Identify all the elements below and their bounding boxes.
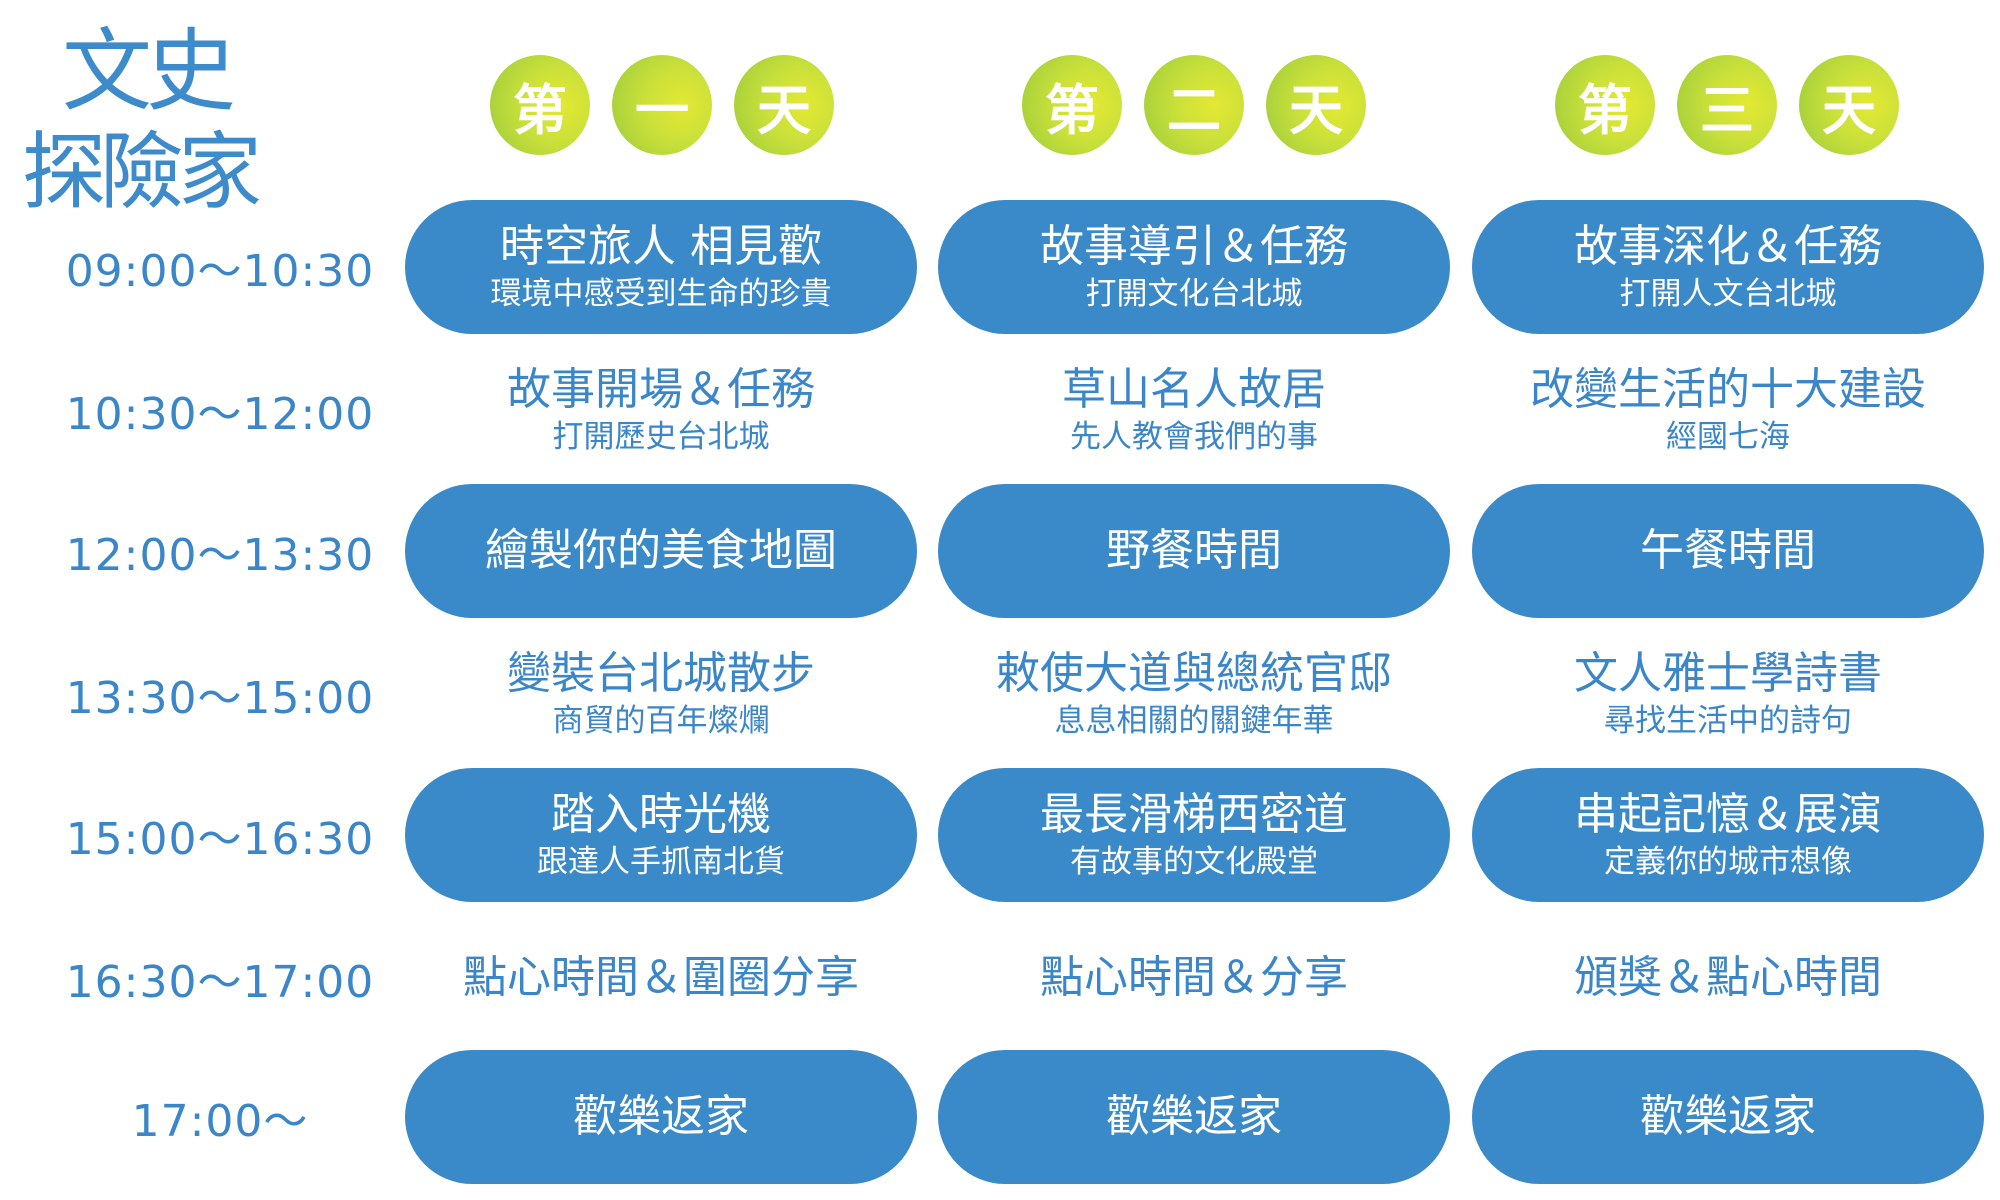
activity-title: 踏入時光機 xyxy=(551,789,771,840)
activity-cell-day2: 歡樂返家 xyxy=(938,1050,1450,1184)
activity-cell-day2: 草山名人故居先人教會我們的事 xyxy=(938,343,1450,477)
activity-title: 變裝台北城散步 xyxy=(507,648,815,699)
time-slot-label: 10:30～12:00 xyxy=(65,389,375,440)
activity-cell-day3: 頒獎＆點心時間 xyxy=(1472,911,1984,1045)
activity-title: 最長滑梯西密道 xyxy=(1040,789,1348,840)
time-slot-label: 15:00～16:30 xyxy=(65,814,375,865)
activity-title: 草山名人故居 xyxy=(1062,364,1326,415)
activity-title: 歡樂返家 xyxy=(1106,1091,1282,1142)
activity-cell-day1: 點心時間＆圍圈分享 xyxy=(405,911,917,1045)
activity-title: 串起記憶＆展演 xyxy=(1574,789,1882,840)
day-header-circle: 第 xyxy=(1022,55,1122,155)
activity-cell-day3: 改變生活的十大建設經國七海 xyxy=(1472,343,1984,477)
activity-subtitle: 打開文化台北城 xyxy=(1085,276,1303,312)
activity-subtitle: 先人教會我們的事 xyxy=(1070,419,1318,455)
activity-cell-day2: 故事導引＆任務打開文化台北城 xyxy=(938,200,1450,334)
activity-subtitle: 打開歷史台北城 xyxy=(552,419,770,455)
activity-cell-day2: 野餐時間 xyxy=(938,484,1450,618)
activity-title: 故事開場＆任務 xyxy=(507,364,815,415)
activity-title: 頒獎＆點心時間 xyxy=(1574,952,1882,1003)
activity-cell-day2: 敕使大道與總統官邸息息相關的關鍵年華 xyxy=(938,627,1450,761)
time-slot-label: 13:30～15:00 xyxy=(65,673,375,724)
activity-cell-day3: 文人雅士學詩書尋找生活中的詩句 xyxy=(1472,627,1984,761)
day-header-circle: 天 xyxy=(734,55,834,155)
activity-cell-day1: 歡樂返家 xyxy=(405,1050,917,1184)
logo-line-1: 文史 xyxy=(62,19,236,124)
activity-subtitle: 息息相關的關鍵年華 xyxy=(1054,703,1334,739)
time-slot-label: 17:00～ xyxy=(131,1096,309,1147)
time-slot-label: 12:00～13:30 xyxy=(65,530,375,581)
activity-title: 改變生活的十大建設 xyxy=(1530,364,1926,415)
logo-line-2: 探險家 xyxy=(22,123,262,221)
activity-cell-day3: 串起記憶＆展演定義你的城市想像 xyxy=(1472,768,1984,902)
activity-subtitle: 定義你的城市想像 xyxy=(1604,844,1852,880)
activity-title: 歡樂返家 xyxy=(1640,1091,1816,1142)
day-header-circle: 一 xyxy=(612,55,712,155)
activity-title: 野餐時間 xyxy=(1106,525,1282,576)
activity-subtitle: 商貿的百年燦爛 xyxy=(552,703,770,739)
activity-cell-day3: 故事深化＆任務打開人文台北城 xyxy=(1472,200,1984,334)
activity-title: 文人雅士學詩書 xyxy=(1574,648,1882,699)
activity-cell-day1: 變裝台北城散步商貿的百年燦爛 xyxy=(405,627,917,761)
day-header-circle: 二 xyxy=(1144,55,1244,155)
day-header-circle: 第 xyxy=(1555,55,1655,155)
activity-subtitle: 打開人文台北城 xyxy=(1619,276,1837,312)
activity-title: 繪製你的美食地圖 xyxy=(485,525,837,576)
activity-cell-day2: 點心時間＆分享 xyxy=(938,911,1450,1045)
activity-cell-day1: 時空旅人 相見歡環境中感受到生命的珍貴 xyxy=(405,200,917,334)
activity-cell-day3: 歡樂返家 xyxy=(1472,1050,1984,1184)
activity-title: 故事導引＆任務 xyxy=(1040,221,1348,272)
activity-title: 點心時間＆分享 xyxy=(1040,952,1348,1003)
day-header-circle: 天 xyxy=(1266,55,1366,155)
logo: 文史 探險家 xyxy=(22,22,262,222)
activity-subtitle: 有故事的文化殿堂 xyxy=(1070,844,1318,880)
time-slot-label: 09:00～10:30 xyxy=(65,246,375,297)
activity-title: 時空旅人 相見歡 xyxy=(500,221,822,272)
activity-title: 敕使大道與總統官邸 xyxy=(996,648,1392,699)
activity-subtitle: 跟達人手抓南北貨 xyxy=(537,844,785,880)
day-header-circle: 三 xyxy=(1677,55,1777,155)
day-header-circle: 天 xyxy=(1799,55,1899,155)
activity-title: 點心時間＆圍圈分享 xyxy=(463,952,859,1003)
activity-subtitle: 經國七海 xyxy=(1666,419,1790,455)
activity-title: 故事深化＆任務 xyxy=(1574,221,1882,272)
activity-cell-day1: 踏入時光機跟達人手抓南北貨 xyxy=(405,768,917,902)
activity-cell-day3: 午餐時間 xyxy=(1472,484,1984,618)
activity-cell-day1: 繪製你的美食地圖 xyxy=(405,484,917,618)
activity-subtitle: 尋找生活中的詩句 xyxy=(1604,703,1852,739)
activity-subtitle: 環境中感受到生命的珍貴 xyxy=(490,276,832,312)
activity-title: 午餐時間 xyxy=(1640,525,1816,576)
day-header-circle: 第 xyxy=(490,55,590,155)
activity-cell-day2: 最長滑梯西密道有故事的文化殿堂 xyxy=(938,768,1450,902)
activity-title: 歡樂返家 xyxy=(573,1091,749,1142)
activity-cell-day1: 故事開場＆任務打開歷史台北城 xyxy=(405,343,917,477)
time-slot-label: 16:30～17:00 xyxy=(65,957,375,1008)
